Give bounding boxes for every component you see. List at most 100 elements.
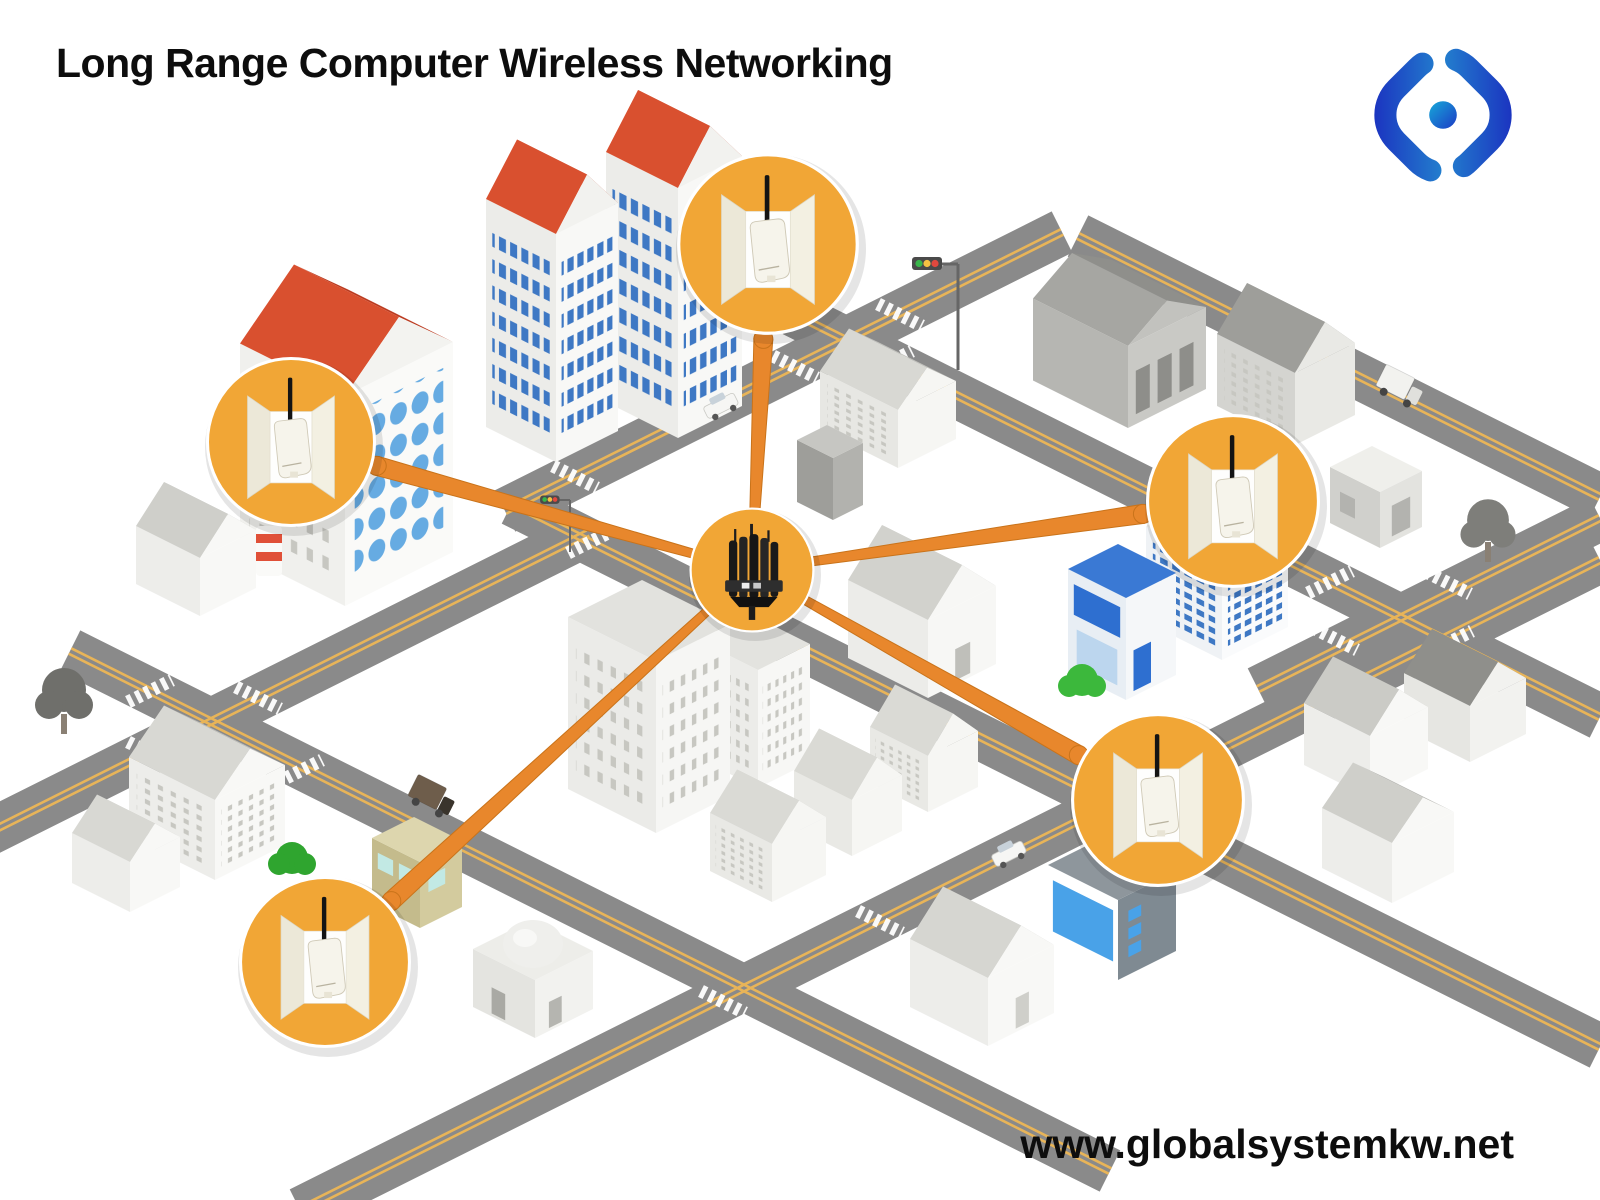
crosswalk <box>275 754 325 788</box>
roof-front <box>1217 283 1325 373</box>
bush <box>1058 664 1106 697</box>
facade-detail <box>377 852 394 877</box>
facade-detail <box>1073 584 1121 638</box>
roof-front <box>129 705 250 800</box>
building-mid-house <box>820 328 956 468</box>
road <box>494 211 1073 532</box>
antenna-callout-top <box>677 153 859 335</box>
roof-front <box>820 328 927 410</box>
crosswalk <box>445 513 495 547</box>
gable <box>898 367 956 410</box>
street-props <box>35 257 1516 968</box>
atom-swirl-logo <box>1374 46 1512 184</box>
roof-front <box>606 90 710 188</box>
facade-detail <box>1133 641 1151 692</box>
car-white <box>991 840 1027 869</box>
logo-center-dot <box>1429 101 1457 129</box>
car-white <box>703 392 739 421</box>
road-center-line <box>0 534 590 832</box>
roof <box>1330 446 1422 492</box>
road-center-line <box>503 228 1062 510</box>
roof-front <box>1033 253 1167 346</box>
wall <box>772 817 826 902</box>
windows <box>612 180 672 410</box>
traffic-light <box>912 257 960 370</box>
building-far-right-house-2 <box>1322 762 1454 903</box>
logo-swoosh-2 <box>1374 46 1512 184</box>
window-grid <box>1224 344 1288 435</box>
windows <box>875 735 923 804</box>
road-center-line <box>1258 519 1600 693</box>
roof-back <box>849 328 956 381</box>
roof-front <box>1304 656 1399 736</box>
crosswalk <box>770 350 820 384</box>
facade-detail <box>1128 939 1142 958</box>
wall <box>1404 673 1470 762</box>
wall <box>200 530 256 616</box>
facade-detail <box>428 867 446 893</box>
building-gray-block <box>797 425 863 520</box>
antenna-callout-bottom-left <box>238 875 412 1049</box>
road-center-line <box>323 561 1600 1200</box>
crosswalk <box>855 905 905 939</box>
roof-front <box>710 769 799 844</box>
roof-back <box>164 705 285 765</box>
roof <box>568 580 730 661</box>
gable <box>928 713 978 756</box>
roof-back <box>1072 253 1206 307</box>
building-gray-house <box>1217 283 1355 445</box>
window-grid <box>612 180 672 410</box>
road-center-line <box>1256 514 1600 688</box>
windows <box>715 821 767 894</box>
gable <box>852 757 902 800</box>
wall <box>1295 343 1355 445</box>
facade-detail <box>1128 904 1142 922</box>
antenna-callout-left <box>205 356 377 528</box>
windows <box>1224 344 1288 435</box>
crosswalk <box>1305 565 1355 599</box>
roof-front <box>870 684 953 756</box>
gable <box>772 800 826 844</box>
antenna-callout-bottom-right <box>1071 713 1245 887</box>
window-grid <box>221 776 279 869</box>
facade-detail <box>1076 629 1118 686</box>
crosswalk <box>875 298 925 332</box>
roof-front <box>910 886 1021 978</box>
roof-front <box>1404 629 1498 706</box>
windows <box>762 658 806 774</box>
gable <box>345 317 453 396</box>
road-center-line <box>68 652 1110 1175</box>
building-far-right-house-1 <box>1304 656 1428 798</box>
windows <box>561 228 613 437</box>
wall <box>72 833 130 912</box>
gable <box>130 823 180 862</box>
wall <box>928 586 996 698</box>
building-row-house-3 <box>870 684 978 812</box>
window-grid <box>561 228 613 437</box>
facade-detail <box>1052 880 1114 962</box>
page-title: Long Range Computer Wireless Networking <box>56 40 893 86</box>
roof <box>1068 544 1176 598</box>
building-warehouse <box>1033 253 1206 428</box>
facade-detail <box>491 987 506 1021</box>
facade-detail <box>1179 341 1194 393</box>
gable <box>556 174 618 234</box>
window-grid <box>662 644 724 813</box>
wall <box>833 443 863 520</box>
gable <box>988 925 1054 978</box>
gable <box>1370 689 1428 736</box>
striped-chimney <box>256 526 282 576</box>
facade-detail <box>955 641 971 681</box>
dome <box>503 920 563 968</box>
network-overlay <box>205 153 1327 1057</box>
road <box>59 630 1121 1192</box>
gable <box>678 126 742 188</box>
window-grid <box>875 735 923 804</box>
wall <box>1033 298 1128 428</box>
wall <box>136 526 200 616</box>
road-center-line <box>310 556 1600 1200</box>
gable <box>215 748 285 800</box>
road <box>501 482 1600 1068</box>
